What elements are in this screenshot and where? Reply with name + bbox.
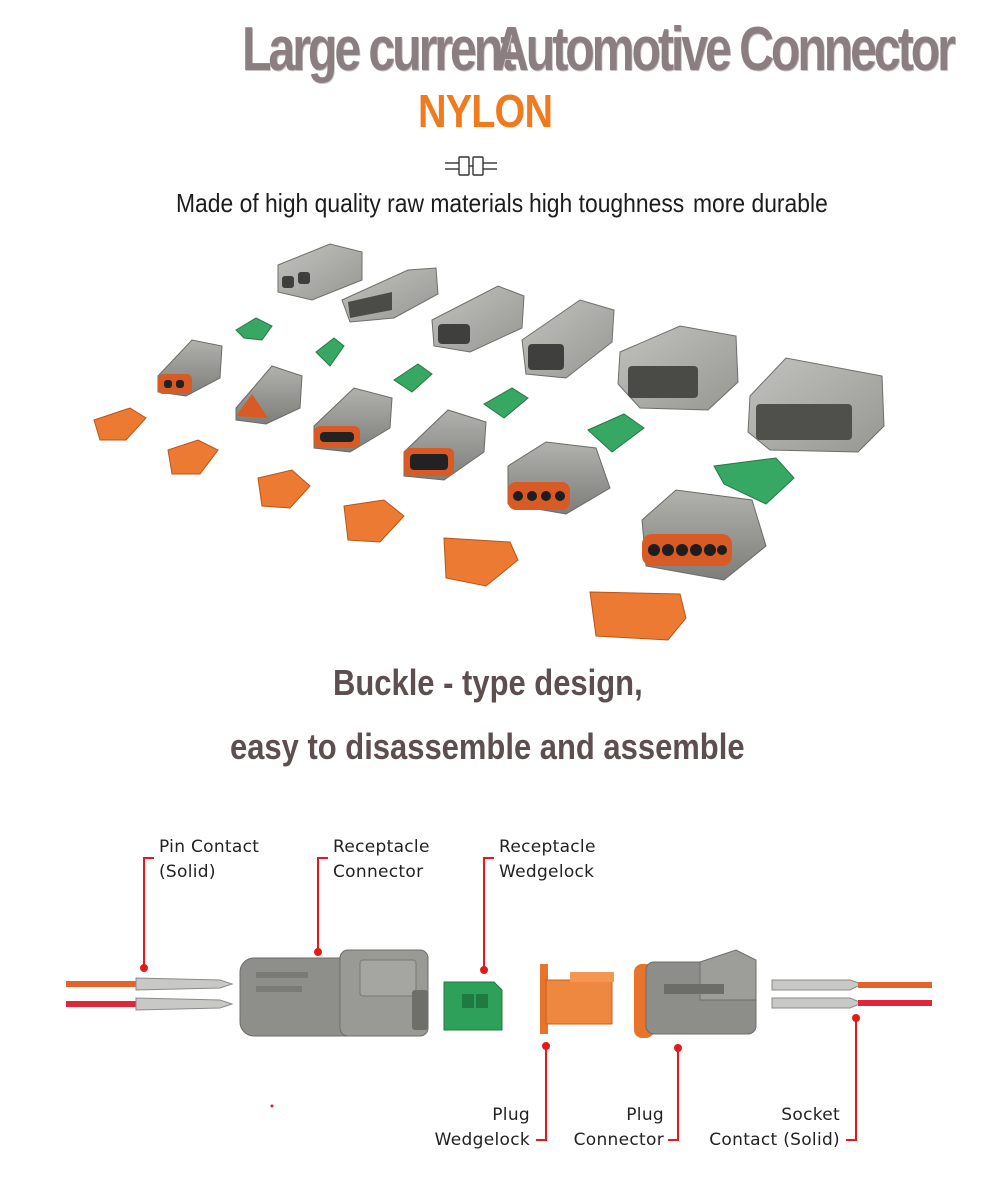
receptacle-housing-6pin	[521, 299, 615, 379]
title-automotive-connector: Automotive Connector	[494, 15, 956, 84]
label-pin-contact: Pin Contact (Solid)	[159, 837, 260, 882]
feature-line-2: easy to disassemble and assemble	[230, 726, 745, 767]
tagline-durable: more durable	[693, 188, 828, 218]
receptacle-wedgelock	[443, 981, 503, 1031]
label-plug-wedgelock: Plug Wedgelock	[434, 1105, 530, 1150]
label-receptacle-wedgelock: Receptacle Wedgelock	[499, 837, 596, 882]
label-plug-connector: Plug Connector	[573, 1105, 664, 1150]
receptacle-housing-2pin	[277, 243, 363, 301]
label-receptacle-connector: Receptacle Connector	[333, 837, 430, 882]
socket-contacts	[771, 979, 932, 1009]
receptacle-connector	[239, 949, 429, 1037]
pin-contacts	[66, 977, 234, 1011]
plug-housing-8pin	[507, 441, 611, 515]
plug-housing-4pin	[313, 387, 393, 453]
tagline-materials: Made of high quality raw materials	[176, 188, 524, 218]
plug-connector	[634, 949, 757, 1038]
tagline-toughness: high toughness	[529, 188, 685, 218]
receptacle-housing-3pin	[341, 267, 439, 323]
plug-housing-6pin	[403, 409, 487, 481]
plug-housing-2pin	[157, 339, 223, 397]
plug-wedgelock	[540, 964, 614, 1034]
plug-housing-12pin	[641, 489, 767, 581]
receptacle-housing-12pin	[747, 357, 885, 453]
plug-housing-3pin	[235, 365, 303, 425]
receptacle-housing-4pin	[431, 285, 525, 353]
label-socket-contact: Socket Contact (Solid)	[709, 1105, 840, 1150]
feature-line-1: Buckle - type design,	[333, 662, 643, 703]
title-large-current: Large current	[242, 15, 516, 84]
connector-icon	[445, 156, 497, 176]
connector-assortment-photo	[93, 243, 885, 641]
material-nylon: NYLON	[418, 85, 553, 137]
receptacle-housing-8pin	[617, 325, 739, 411]
